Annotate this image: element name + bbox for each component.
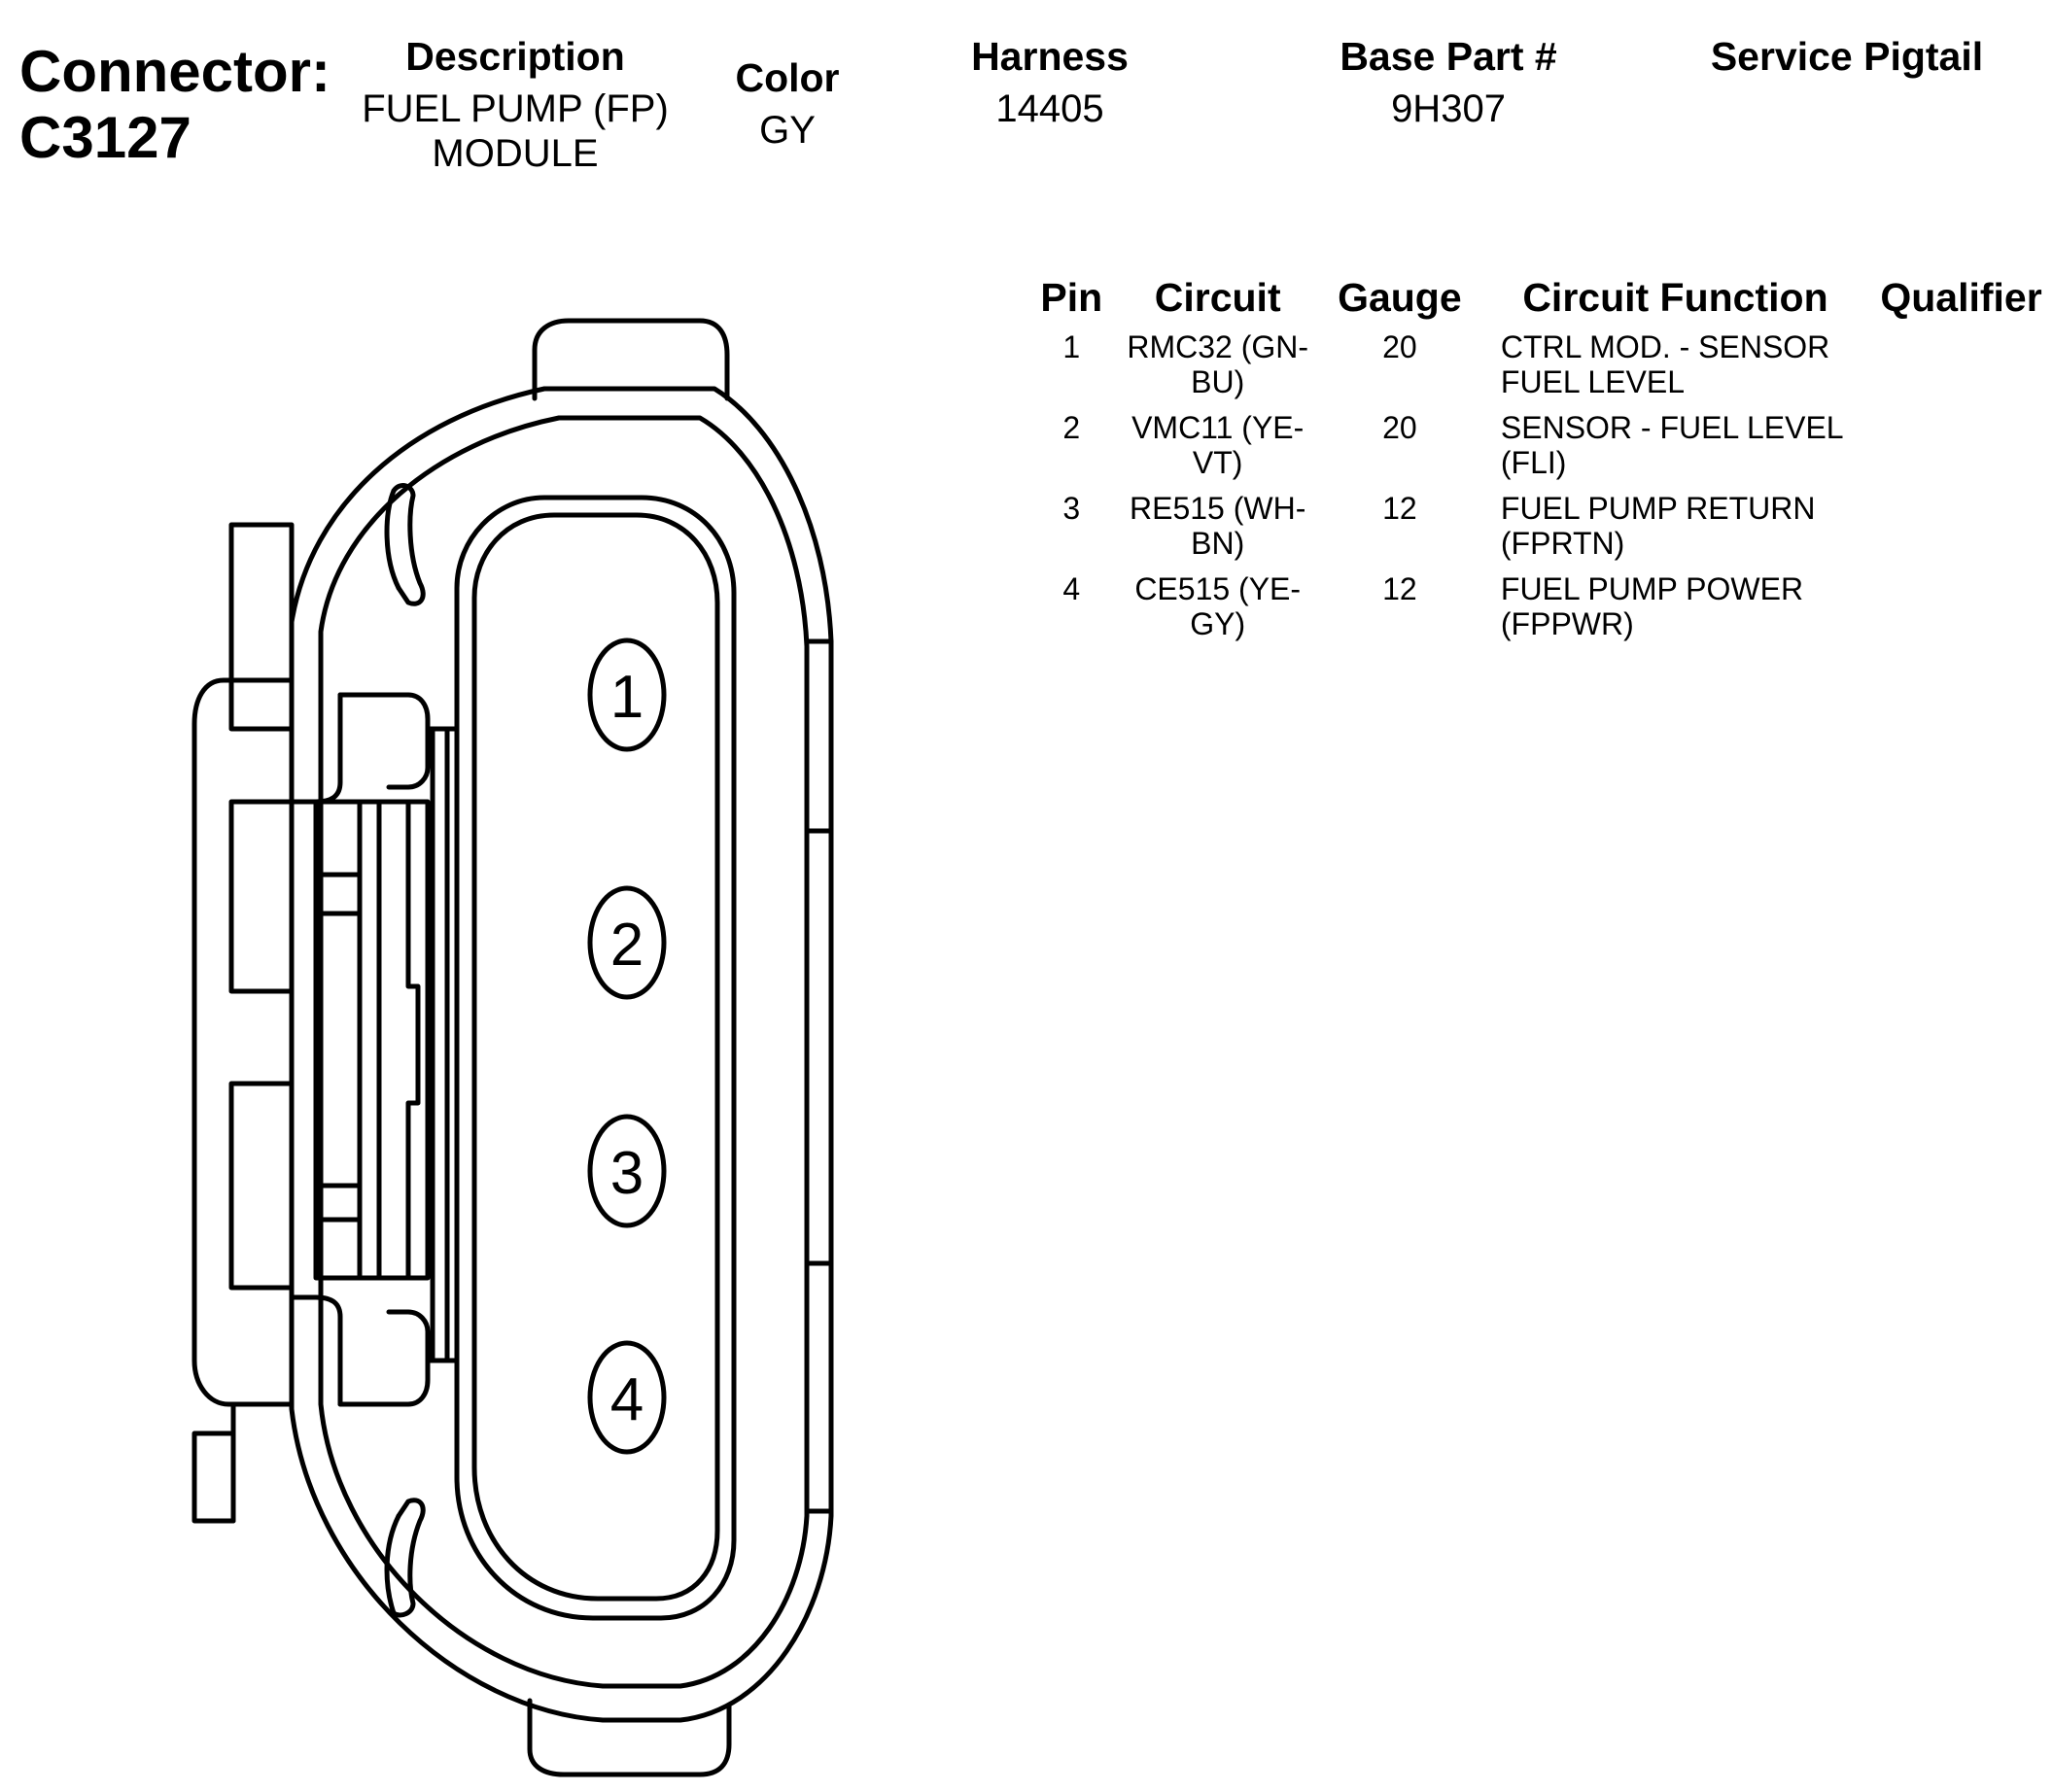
circuit-cell: RE515 (WH-BN) [1118, 491, 1318, 571]
connector-outer-shell [289, 318, 834, 1777]
harness-value: 14405 [995, 87, 1104, 130]
circuit-function-header: Circuit Function [1522, 275, 1828, 320]
service-pigtail-heading: Service Pigtail [1710, 34, 1984, 79]
gauge-cell: 12 [1382, 571, 1417, 606]
table-row: 3 RE515 (WH-BN) 12 FUEL PUMP RETURN(FPRT… [1026, 491, 2053, 571]
cavity-label-1: 1 [610, 664, 644, 731]
locking-latch [191, 483, 460, 1618]
base-part-value: 9H307 [1391, 87, 1506, 130]
cavity-label-4: 4 [610, 1366, 644, 1433]
circuit-line-1: CE515 (YE- [1134, 571, 1302, 606]
circuit-line-2: VT) [1192, 445, 1243, 480]
description-column: Description FUEL PUMP (FP) MODULE [340, 32, 690, 176]
connector-id: C3127 [19, 105, 191, 170]
harness-heading: Harness [971, 34, 1129, 79]
pin-cavity-4 [587, 1340, 667, 1455]
pin-cavity-2 [587, 885, 667, 1000]
connector-label: Connector: [19, 39, 331, 104]
harness-column: Harness 14405 [933, 32, 1166, 131]
circuit-header: Circuit [1154, 275, 1281, 320]
function-line-1: SENSOR - FUEL LEVEL [1500, 410, 1844, 445]
pin-number: 3 [1062, 491, 1081, 526]
function-line-2: FUEL LEVEL [1500, 364, 1686, 399]
connector-inner-cavity [454, 495, 737, 1621]
pin-table: Pin Circuit Gauge Circuit Function Quali… [1026, 275, 2053, 652]
connector-title: Connector: C3127 [19, 39, 331, 171]
circuit-cell: CE515 (YE-GY) [1118, 571, 1318, 652]
base-part-heading: Base Part # [1340, 34, 1557, 79]
description-heading: Description [405, 34, 625, 79]
circuit-cell: VMC11 (YE-VT) [1118, 410, 1318, 491]
circuit-line-1: RMC32 (GN- [1127, 329, 1309, 364]
function-line-1: CTRL MOD. - SENSOR [1500, 329, 1830, 364]
cavity-label-2: 2 [610, 912, 644, 979]
cavity-label-3: 3 [610, 1140, 644, 1207]
color-value: GY [759, 109, 816, 152]
pin-number: 2 [1062, 410, 1081, 445]
pin-number: 1 [1062, 329, 1081, 364]
pin-cavity-3 [587, 1114, 667, 1228]
gauge-cell: 12 [1382, 491, 1417, 526]
function-cell: FUEL PUMP POWER(FPPWR) [1481, 571, 1869, 652]
function-line-2: (FPPWR) [1500, 606, 1634, 641]
qualifier-header: Qualifier [1880, 275, 2042, 320]
color-heading: Color [735, 55, 840, 100]
circuit-line-2: BN) [1191, 526, 1245, 561]
service-pigtail-column: Service Pigtail [1672, 32, 2022, 86]
circuit-line-1: RE515 (WH- [1130, 491, 1306, 526]
pin-cavity-1 [587, 638, 667, 752]
circuit-line-2: BU) [1191, 364, 1245, 399]
color-column: Color GY [700, 53, 875, 153]
table-row: 4 CE515 (YE-GY) 12 FUEL PUMP POWER(FPPWR… [1026, 571, 2053, 652]
base-part-column: Base Part # 9H307 [1303, 32, 1594, 131]
description-line-1: FUEL PUMP (FP) [362, 87, 669, 130]
function-line-1: FUEL PUMP RETURN [1500, 491, 1816, 526]
description-line-2: MODULE [432, 132, 599, 175]
gauge-header: Gauge [1338, 275, 1462, 320]
pin-header: Pin [1040, 275, 1103, 320]
function-cell: FUEL PUMP RETURN(FPRTN) [1481, 491, 1869, 571]
circuit-line-2: GY) [1190, 606, 1246, 641]
circuit-cell: RMC32 (GN-BU) [1118, 329, 1318, 410]
function-cell: SENSOR - FUEL LEVEL(FLI) [1481, 410, 1869, 491]
pin-table-header: Pin Circuit Gauge Circuit Function Quali… [1026, 275, 2053, 329]
function-line-2: (FPRTN) [1500, 526, 1625, 561]
pin-number: 4 [1062, 571, 1081, 606]
function-line-1: FUEL PUMP POWER [1500, 571, 1804, 606]
gauge-cell: 20 [1382, 410, 1417, 445]
table-row: 2 VMC11 (YE-VT) 20 SENSOR - FUEL LEVEL(F… [1026, 410, 2053, 491]
circuit-line-1: VMC11 (YE- [1131, 410, 1305, 445]
function-line-2: (FLI) [1500, 445, 1567, 480]
description-value: FUEL PUMP (FP) MODULE [340, 86, 690, 176]
gauge-cell: 20 [1382, 329, 1417, 364]
